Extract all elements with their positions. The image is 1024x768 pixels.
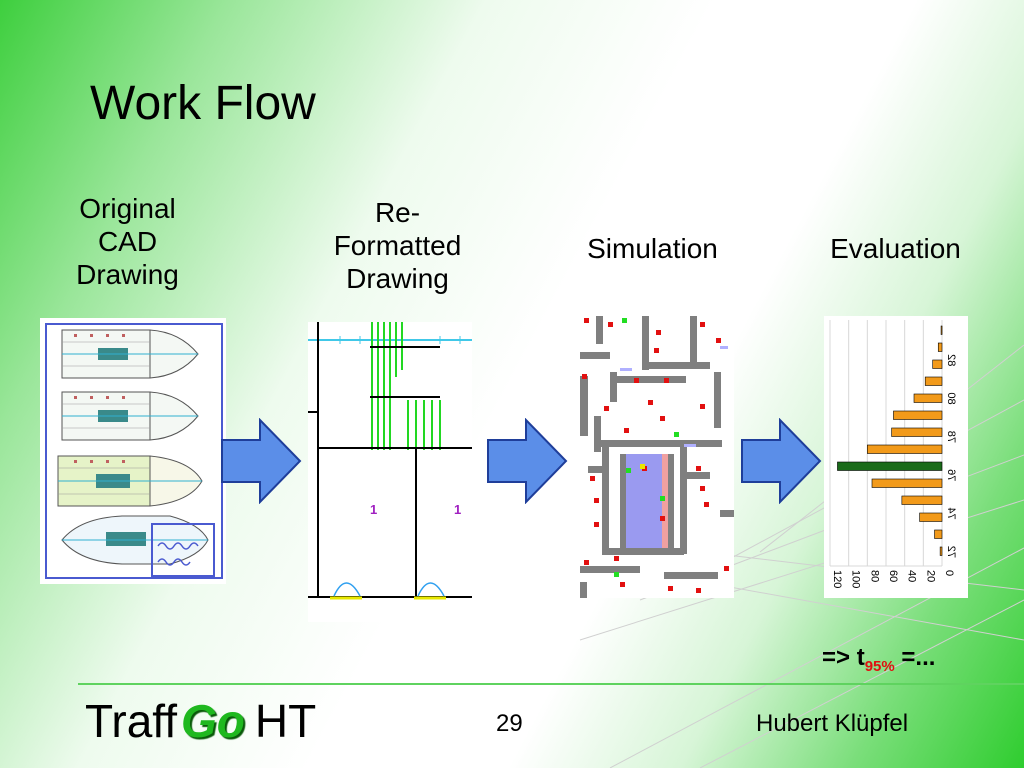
histogram-value-tick: 0 (943, 570, 955, 576)
step-label-cad: Original CAD Drawing (50, 192, 205, 291)
reformatted-drawing-image: 1 1 (308, 322, 472, 622)
histogram-bar (940, 325, 943, 335)
step-label-evaluation: Evaluation (808, 232, 983, 265)
flow-arrow-2 (487, 418, 568, 504)
step-label-cad-line-2: CAD (97, 226, 158, 257)
histogram-bar (901, 495, 943, 505)
histogram-bars (837, 325, 943, 556)
author-name: Hubert Klüpfel (756, 710, 909, 737)
histogram-bar (919, 512, 943, 522)
original-cad-drawing-image (40, 318, 226, 584)
arrow-shape (741, 418, 822, 504)
flow-arrow-3 (741, 418, 822, 504)
histogram-value-tick: 100 (850, 570, 862, 588)
page-number: 29 (496, 710, 523, 737)
flow-arrow-1 (221, 418, 302, 504)
brand-prefix: Traff (85, 695, 178, 747)
svg-text:1: 1 (370, 502, 377, 517)
brand-go: Go (181, 695, 245, 747)
histogram-value-tick: 20 (924, 570, 936, 582)
step-label-cad-line-3: Drawing (76, 259, 179, 290)
histogram-value-tick: 60 (887, 570, 899, 582)
histogram-bar (891, 427, 943, 437)
step-label-reformatted-line-2: Formatted (333, 230, 462, 261)
step-label-simulation: Simulation (565, 232, 740, 265)
footer-divider (78, 683, 1024, 685)
histogram-value-tick: 40 (906, 570, 918, 582)
evaluation-histogram: 120 100 80 60 40 20 0 72 74 76 78 80 82 (824, 316, 968, 598)
histogram-value-tick: 120 (831, 570, 843, 588)
step-label-reformatted: Re- Formatted Drawing (310, 196, 485, 295)
result-subscript: 95% (864, 658, 895, 675)
arrow-shape (221, 418, 302, 504)
histogram-category-tick: 74 (945, 507, 957, 519)
histogram-bar (934, 529, 943, 539)
step-label-reformatted-line-3: Drawing (346, 263, 449, 294)
histogram-bar (937, 342, 943, 352)
histogram-bar (939, 546, 943, 556)
brand-suffix: HT (254, 695, 317, 747)
histogram-category-tick: 76 (945, 469, 957, 481)
histogram-bar (871, 478, 943, 488)
histogram-category-ticks: 72 74 76 78 80 82 (945, 354, 957, 558)
histogram-value-tick: 80 (868, 570, 880, 582)
histogram-category-tick: 78 (945, 431, 957, 443)
slide-title: Work Flow (90, 77, 316, 130)
histogram-bar (932, 359, 943, 369)
step-label-simulation-line-1: Simulation (587, 233, 718, 264)
histogram-bar-highlight (837, 461, 943, 471)
svg-text:1: 1 (454, 502, 461, 517)
arrow-shape (487, 418, 568, 504)
histogram-bar (913, 393, 943, 403)
histogram-bar (867, 444, 943, 454)
histogram-value-ticks: 120 100 80 60 40 20 0 (831, 570, 955, 588)
histogram-bar (924, 376, 943, 386)
result-suffix: =... (894, 644, 936, 671)
result-formula: => t95% =... (822, 644, 936, 675)
step-label-reformatted-line-1: Re- (374, 197, 421, 228)
histogram-bar (893, 410, 943, 420)
step-label-cad-line-1: Original (79, 193, 176, 224)
step-label-evaluation-line-1: Evaluation (830, 233, 961, 264)
histogram-category-tick: 72 (945, 546, 957, 558)
simulation-image (580, 316, 734, 598)
histogram-grid (829, 320, 943, 567)
histogram-category-tick: 80 (945, 392, 957, 404)
histogram-category-tick: 82 (945, 354, 957, 366)
result-prefix: => t (822, 644, 865, 671)
